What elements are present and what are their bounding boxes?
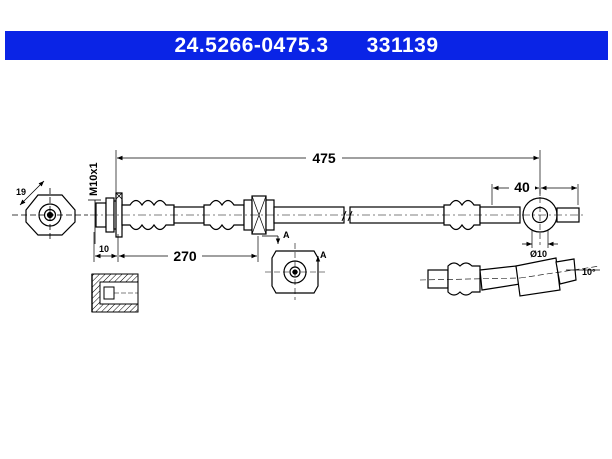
- angled-end-view: [427, 257, 577, 297]
- fitting-cross-section: [91, 273, 139, 313]
- eye-size-label: 19: [16, 187, 26, 197]
- end-offset-label-bg: [509, 179, 535, 194]
- section-marker-main: A: [283, 230, 290, 240]
- reference-number: 331139: [366, 33, 439, 57]
- angled-centerline-2: [519, 265, 601, 279]
- section-view-a: [265, 243, 325, 300]
- end-offset-label: 40: [514, 179, 530, 195]
- inner-length-label: 270: [173, 248, 197, 264]
- angled-centerline-1: [419, 277, 521, 281]
- section-marker-detail: A: [320, 250, 327, 260]
- left-eye-fitting: [12, 180, 88, 242]
- length-label-bg: [306, 149, 342, 165]
- thread-label: M10x1: [88, 162, 100, 196]
- inner-length-label-bg: [168, 247, 202, 263]
- title-bar: 24.5266-0475.3 331139: [5, 31, 608, 60]
- hole-diameter-label: Ø10: [530, 249, 547, 259]
- angle-label: 10°: [582, 267, 596, 277]
- part-number: 24.5266-0475.3: [174, 33, 329, 57]
- break-mark: [341, 210, 353, 222]
- fitting-width-label: 10: [99, 244, 109, 254]
- length-label: 475: [312, 150, 336, 166]
